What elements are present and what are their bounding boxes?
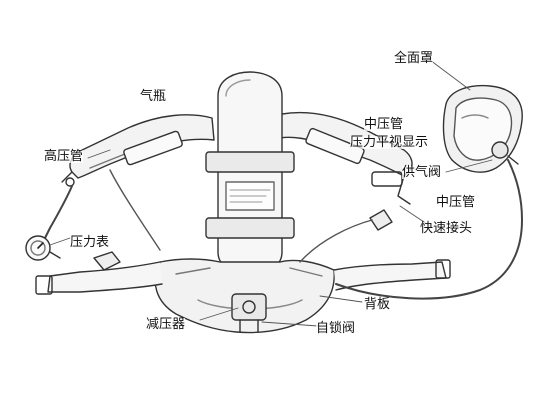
pressure-gauge — [25, 235, 61, 261]
label-full-face-mask: 全面罩 — [394, 51, 434, 66]
label-medium-pressure-hose-top: 中压管 — [364, 117, 404, 132]
label-supply-valve: 供气阀 — [402, 165, 442, 180]
label-reducer: 减压器 — [146, 317, 186, 332]
label-pressure-gauge: 压力表 — [70, 235, 110, 250]
supply-valve-knob — [491, 141, 509, 159]
left-belt-buckle — [93, 251, 121, 271]
full-face-mask — [442, 84, 523, 173]
high-pressure-hose — [43, 169, 161, 251]
label-cylinder: 气瓶 — [140, 89, 167, 104]
label-pressure-hud: 压力平视显示 — [350, 135, 429, 150]
gas-cylinder — [205, 71, 295, 283]
label-medium-pressure-hose-right: 中压管 — [436, 195, 476, 210]
right-shoulder-strap — [279, 111, 413, 205]
right-strap-buckle — [369, 209, 393, 231]
label-backplate: 背板 — [364, 297, 391, 312]
pressure-reducer — [231, 293, 267, 333]
medium-pressure-hose — [299, 159, 523, 300]
left-shoulder-strap — [61, 114, 215, 187]
label-quick-connector: 快速接头 — [420, 221, 473, 236]
label-high-pressure-hose: 高压管 — [44, 149, 84, 164]
label-self-lock-valve: 自锁阀 — [316, 321, 356, 336]
